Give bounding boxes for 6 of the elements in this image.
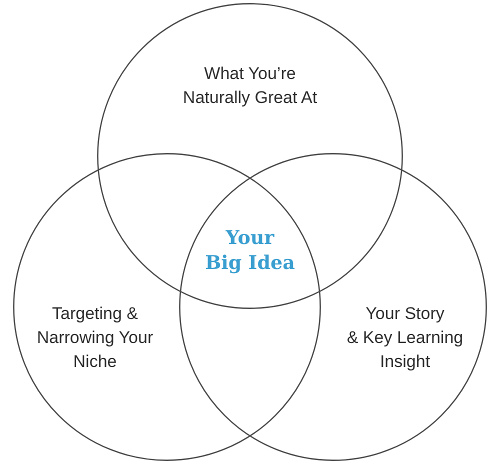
circle-label: Targeting & Narrowing Your Niche [36, 303, 154, 373]
venn-circle [179, 153, 487, 461]
circle-label: Your Story & Key Learning Insight [346, 303, 464, 373]
center-title: Your Big Idea [205, 226, 295, 276]
venn-circle [13, 153, 321, 461]
circle-label: What You’re Naturally Great At [182, 63, 318, 109]
